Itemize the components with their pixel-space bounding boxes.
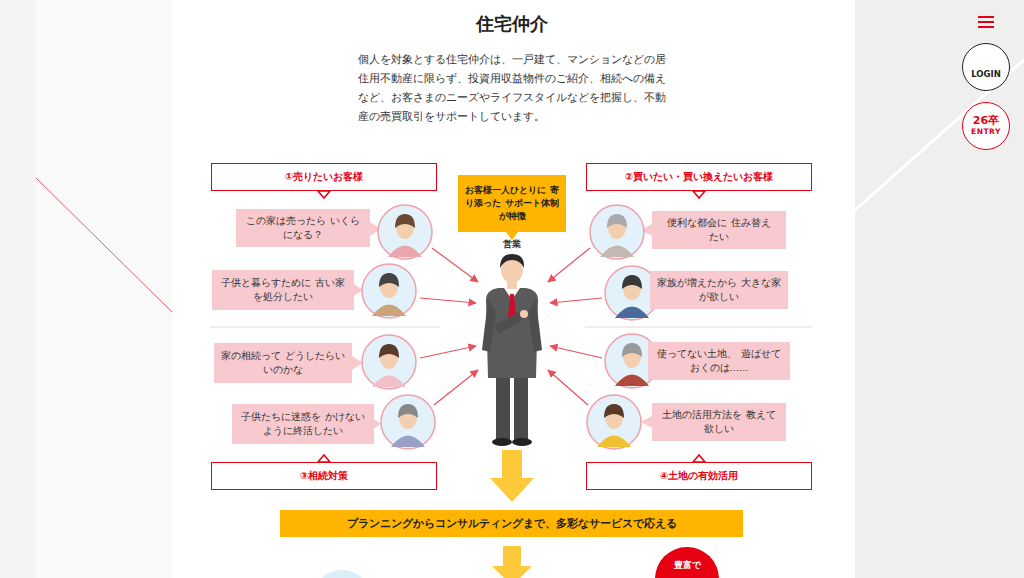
customer-avatar: [362, 264, 416, 318]
down-arrow: [490, 450, 534, 502]
speech-bubble: 子供たちに迷惑を かけないように終活したい: [232, 404, 374, 444]
node-text: プランニングからコンサルティングまで、多彩なサービスで応える: [347, 516, 677, 532]
speech-bubble: 土地の活用方法を 教えて欲しい: [652, 403, 786, 441]
speech-bubble: 家の相続って どうしたらいいのかな: [214, 343, 352, 383]
content-column: [172, 0, 855, 578]
header-pointer: [318, 191, 330, 198]
node-text: 子供たちに迷惑を かけないように終活したい: [238, 410, 368, 438]
partial-circle: [312, 570, 372, 578]
customer-avatar: [587, 395, 641, 449]
speech-bubble: 家族が増えたから 大きな家が欲しい: [650, 271, 788, 309]
node-text: LOGIN: [971, 68, 1001, 80]
node-text: ③相続対策: [300, 469, 348, 484]
speech-bubble: 便利な都会に 住み替えたい: [652, 211, 786, 249]
header-pointer: [693, 455, 705, 462]
node-text: ENTRY: [971, 128, 1001, 137]
service-band: プランニングからコンサルティングまで、多彩なサービスで応える: [280, 510, 743, 537]
node-text: ②買いたい・買い換えたいお客様: [625, 170, 773, 185]
node-text: この家は売ったら いくらになる？: [243, 214, 363, 242]
decor-line: [36, 178, 172, 312]
customer-avatars: [362, 205, 659, 449]
customer-avatar: [378, 205, 432, 259]
speech-bubble: 使ってない土地、 遊ばせておくのは……: [648, 342, 790, 380]
customer-avatar: [362, 335, 416, 389]
divider: [210, 327, 440, 328]
category-header: ②買いたい・買い換えたいお客様: [586, 163, 812, 191]
node-text: 土地の活用方法を 教えて欲しい: [659, 408, 779, 436]
speech-bubble: この家は売ったら いくらになる？: [236, 209, 370, 247]
node-text: 子供と暮らすために 古い家を処分したい: [218, 276, 348, 304]
menu-icon: [978, 17, 994, 27]
header-pointer: [693, 191, 705, 198]
login-button: LOGIN: [962, 43, 1010, 91]
feature-callout: お客様一人ひとりに 寄り添った サポート体制が特徴: [458, 175, 566, 232]
node-text: お客様一人ひとりに 寄り添った サポート体制が特徴: [464, 184, 560, 223]
intro-paragraph: 個人を対象とする住宅仲介は、一戸建て、マンションなどの居 住用不動産に限らず、投…: [358, 50, 666, 126]
callout-pointer: [506, 232, 518, 240]
node-text: 家の相続って どうしたらいいのかな: [221, 349, 345, 377]
category-header: ③相続対策: [211, 462, 437, 490]
node-text: 便利な都会に 住み替えたい: [664, 216, 774, 244]
node-text: 豊富で: [674, 559, 701, 572]
entry-button: 26卒ENTRY: [962, 102, 1010, 150]
feature-circle: 豊富で: [655, 547, 719, 578]
node-text: ④土地の有効活用: [660, 469, 738, 484]
customer-avatar: [381, 395, 435, 449]
header-pointer: [318, 455, 330, 462]
customer-avatar: [590, 205, 644, 259]
side-panel: [36, 0, 172, 578]
customer-arrows: [420, 248, 602, 405]
salesman-figure: [482, 254, 542, 446]
role-label: 営業: [492, 239, 532, 250]
node-text: ①売りたいお客様: [285, 170, 363, 185]
speech-bubble: 子供と暮らすために 古い家を処分したい: [212, 270, 354, 310]
page-title: 住宅仲介: [312, 12, 712, 36]
side-panel: [855, 0, 1024, 578]
category-header: ①売りたいお客様: [211, 163, 437, 191]
node-text: 使ってない土地、 遊ばせておくのは……: [654, 347, 784, 375]
node-text: 26卒: [973, 115, 999, 128]
down-arrow: [492, 546, 532, 578]
node-text: 家族が増えたから 大きな家が欲しい: [656, 276, 782, 304]
category-header: ④土地の有効活用: [586, 462, 812, 490]
divider: [585, 327, 812, 328]
